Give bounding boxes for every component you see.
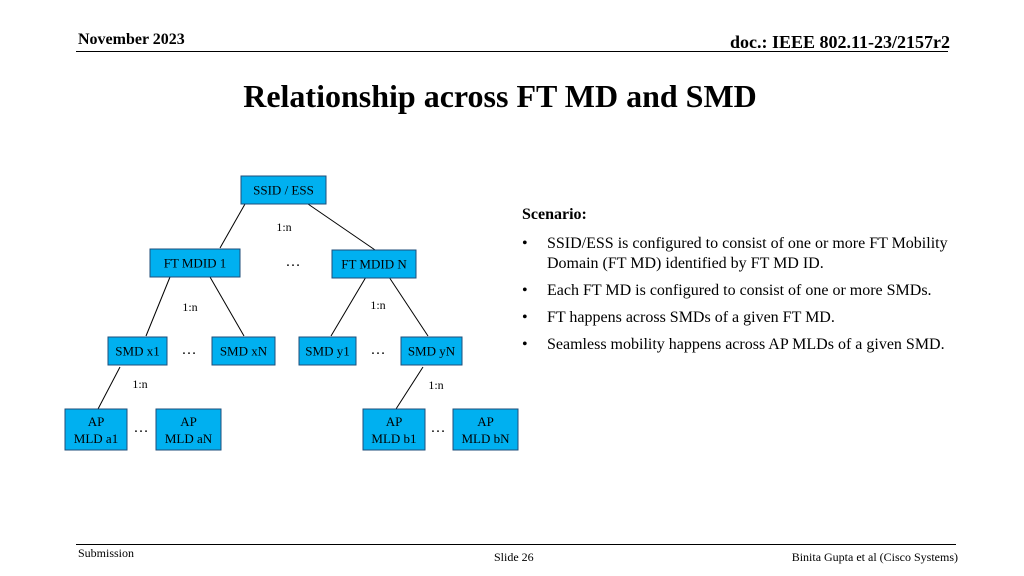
ellipsis-mark: … [286,254,301,270]
connector-line [388,276,429,337]
connector-line [395,366,424,410]
node-box-apb1 [362,408,426,451]
footer-author: Binita Gupta et al (Cisco Systems) [791,550,958,564]
node-box-smdxn [211,336,276,366]
bullet-icon: • [522,336,528,353]
connector-line [307,203,379,253]
relationship-label: 1:n [276,220,291,234]
node-box-ftmdn [331,249,417,279]
node-box-ftmd1 [149,248,241,278]
node-label-smdy1: SMD y1 [305,344,349,359]
node-label-apbn: AP [477,414,494,429]
scenario-heading: Scenario: [522,206,587,223]
connector-line [145,276,171,337]
node-label-apbn: MLD bN [461,431,510,446]
ellipsis-mark: … [134,420,149,436]
node-label-apa1: MLD a1 [74,431,118,446]
scenario-item: • Each FT MD is configured to consist of … [522,281,992,301]
node-box-ssid [240,175,327,205]
node-label-apa1: AP [88,414,105,429]
relationship-label: 1:n [132,377,147,391]
bullet-icon: • [522,235,528,252]
ellipsis-mark: … [371,342,386,358]
node-label-apan: MLD aN [165,431,213,446]
node-label-smdxn: SMD xN [220,344,268,359]
node-label-ssid: SSID / ESS [253,183,314,198]
node-label-apb1: AP [386,414,403,429]
scenario-item-text: FT happens across SMDs of a given FT MD. [547,309,835,326]
ellipsis-mark: … [182,342,197,358]
bullet-icon: • [522,309,528,326]
scenario-panel: Scenario: • SSID/ESS is configured to con… [522,206,992,362]
node-box-smdy1 [298,336,357,366]
connector-line [209,276,245,337]
node-box-apa1 [64,408,128,451]
ellipsis-mark: … [431,420,446,436]
node-label-apb1: MLD b1 [371,431,416,446]
header-date: November 2023 [78,31,185,48]
node-box-apbn [452,408,519,451]
node-label-apan: AP [180,414,197,429]
bullet-icon: • [522,282,528,299]
relationship-label: 1:n [370,298,385,312]
scenario-list: • SSID/ESS is configured to consist of on… [522,234,992,355]
scenario-item-text: Seamless mobility happens across AP MLDs… [547,336,945,353]
relationship-label: 1:n [428,378,443,392]
header-rule [76,51,948,52]
scenario-item: • Seamless mobility happens across AP MLD… [522,335,992,355]
footer-rule [76,544,956,545]
scenario-item-text: Each FT MD is configured to consist of o… [547,282,932,299]
footer-slide-number: Slide 26 [494,550,534,564]
scenario-item-text: SSID/ESS is configured to consist of one… [547,235,948,272]
scenario-item: • FT happens across SMDs of a given FT MD… [522,308,992,328]
connector-line [219,203,246,249]
node-box-smdyn [400,336,463,366]
scenario-item: • SSID/ESS is configured to consist of on… [522,234,992,274]
slide-title: Relationship across FT MD and SMD [243,78,757,114]
header-doc-id: doc.: IEEE 802.11-23/2157r2 [729,32,950,52]
relationship-label: 1:n [182,300,197,314]
footer-submission: Submission [78,546,135,560]
connector-line [330,276,367,337]
node-label-ftmdn: FT MDID N [341,257,407,272]
node-box-smdx1 [107,336,168,366]
node-box-apan [155,408,222,451]
connector-line [97,366,121,410]
node-label-ftmd1: FT MDID 1 [164,256,227,271]
node-label-smdyn: SMD yN [408,344,456,359]
node-label-smdx1: SMD x1 [115,344,159,359]
